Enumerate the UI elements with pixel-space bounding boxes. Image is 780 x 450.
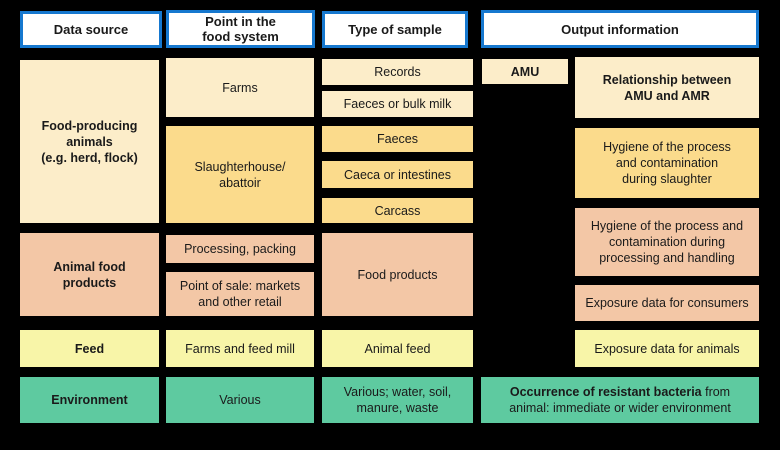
box-processing-packing: Processing, packing: [166, 235, 314, 263]
box-food-producing-animals: Food-producing animals (e.g. herd, flock…: [20, 60, 159, 223]
box-records: Records: [322, 59, 473, 85]
box-various-points: Various: [166, 377, 314, 423]
header-label: Point in the food system: [202, 14, 279, 44]
box-carcass: Carcass: [322, 198, 473, 223]
box-label: Relationship between AMU and AMR: [602, 72, 732, 103]
box-caeca-or-intestines: Caeca or intestines: [322, 161, 473, 188]
box-amu: AMU: [482, 59, 568, 84]
box-label: Farms and feed mill: [185, 341, 295, 356]
header-output-information: Output information: [481, 10, 759, 48]
box-animal-food-products: Animal food products: [20, 233, 159, 316]
box-faeces-or-bulk-milk: Faeces or bulk milk: [322, 91, 473, 117]
box-hygiene-processing-handling: Hygiene of the process and contamination…: [575, 208, 759, 276]
box-exposure-data-animals: Exposure data for animals: [575, 330, 759, 367]
box-farms: Farms: [166, 58, 314, 117]
box-label: Food-producing animals (e.g. herd, flock…: [41, 118, 138, 165]
box-label: Farms: [222, 80, 258, 95]
box-relationship-amu-amr: Relationship between AMU and AMR: [575, 57, 759, 118]
box-various-samples: Various; water, soil, manure, waste: [322, 377, 473, 423]
box-label: Hygiene of the process and contamination…: [590, 219, 744, 265]
box-label: Animal food products: [53, 259, 126, 290]
box-label: Faeces: [377, 132, 418, 146]
box-label: Hygiene of the process and contamination…: [603, 140, 731, 186]
header-label: Output information: [561, 21, 679, 37]
box-label: Faeces or bulk milk: [343, 97, 452, 111]
box-point-of-sale: Point of sale: markets and other retail: [166, 272, 314, 316]
box-label: Environment: [51, 393, 128, 407]
box-hygiene-slaughter: Hygiene of the process and contamination…: [575, 128, 759, 198]
box-label: Food products: [357, 267, 438, 282]
box-label: Exposure data for animals: [594, 341, 740, 356]
box-label: Feed: [74, 341, 105, 356]
box-label: Point of sale: markets and other retail: [179, 279, 301, 309]
box-animal-feed: Animal feed: [322, 330, 473, 367]
box-label: Slaughterhouse/ abattoir: [194, 159, 286, 190]
box-occurrence-resistant-bacteria: Occurrence of resistant bacteria from an…: [481, 377, 759, 423]
box-label-regular-part: from animal: immediate or wider environm…: [509, 385, 731, 415]
header-label: Type of sample: [348, 22, 442, 37]
box-label-bold-part: Occurrence of resistant bacteria: [509, 385, 702, 399]
header-point-in-food-system: Point in the food system: [166, 10, 315, 48]
box-label: Animal feed: [364, 341, 431, 356]
box-food-products: Food products: [322, 233, 473, 316]
box-label: Processing, packing: [184, 242, 296, 256]
box-label: Carcass: [374, 203, 421, 218]
box-label: Records: [374, 65, 421, 79]
box-label: Various: [219, 393, 261, 407]
box-label: Occurrence of resistant bacteria from an…: [509, 384, 731, 416]
header-type-of-sample: Type of sample: [322, 11, 468, 48]
box-environment: Environment: [20, 377, 159, 423]
box-feed: Feed: [20, 330, 159, 367]
box-farms-and-feed-mill: Farms and feed mill: [166, 330, 314, 367]
header-label: Data source: [53, 22, 129, 37]
box-faeces: Faeces: [322, 126, 473, 152]
box-label: Caeca or intestines: [343, 167, 451, 182]
box-slaughterhouse-abattoir: Slaughterhouse/ abattoir: [166, 126, 314, 223]
header-data-source: Data source: [20, 11, 162, 48]
box-label: AMU: [510, 64, 540, 79]
box-exposure-data-consumers: Exposure data for consumers: [575, 285, 759, 321]
box-label: Various; water, soil, manure, waste: [343, 385, 452, 415]
box-label: Exposure data for consumers: [585, 296, 749, 310]
